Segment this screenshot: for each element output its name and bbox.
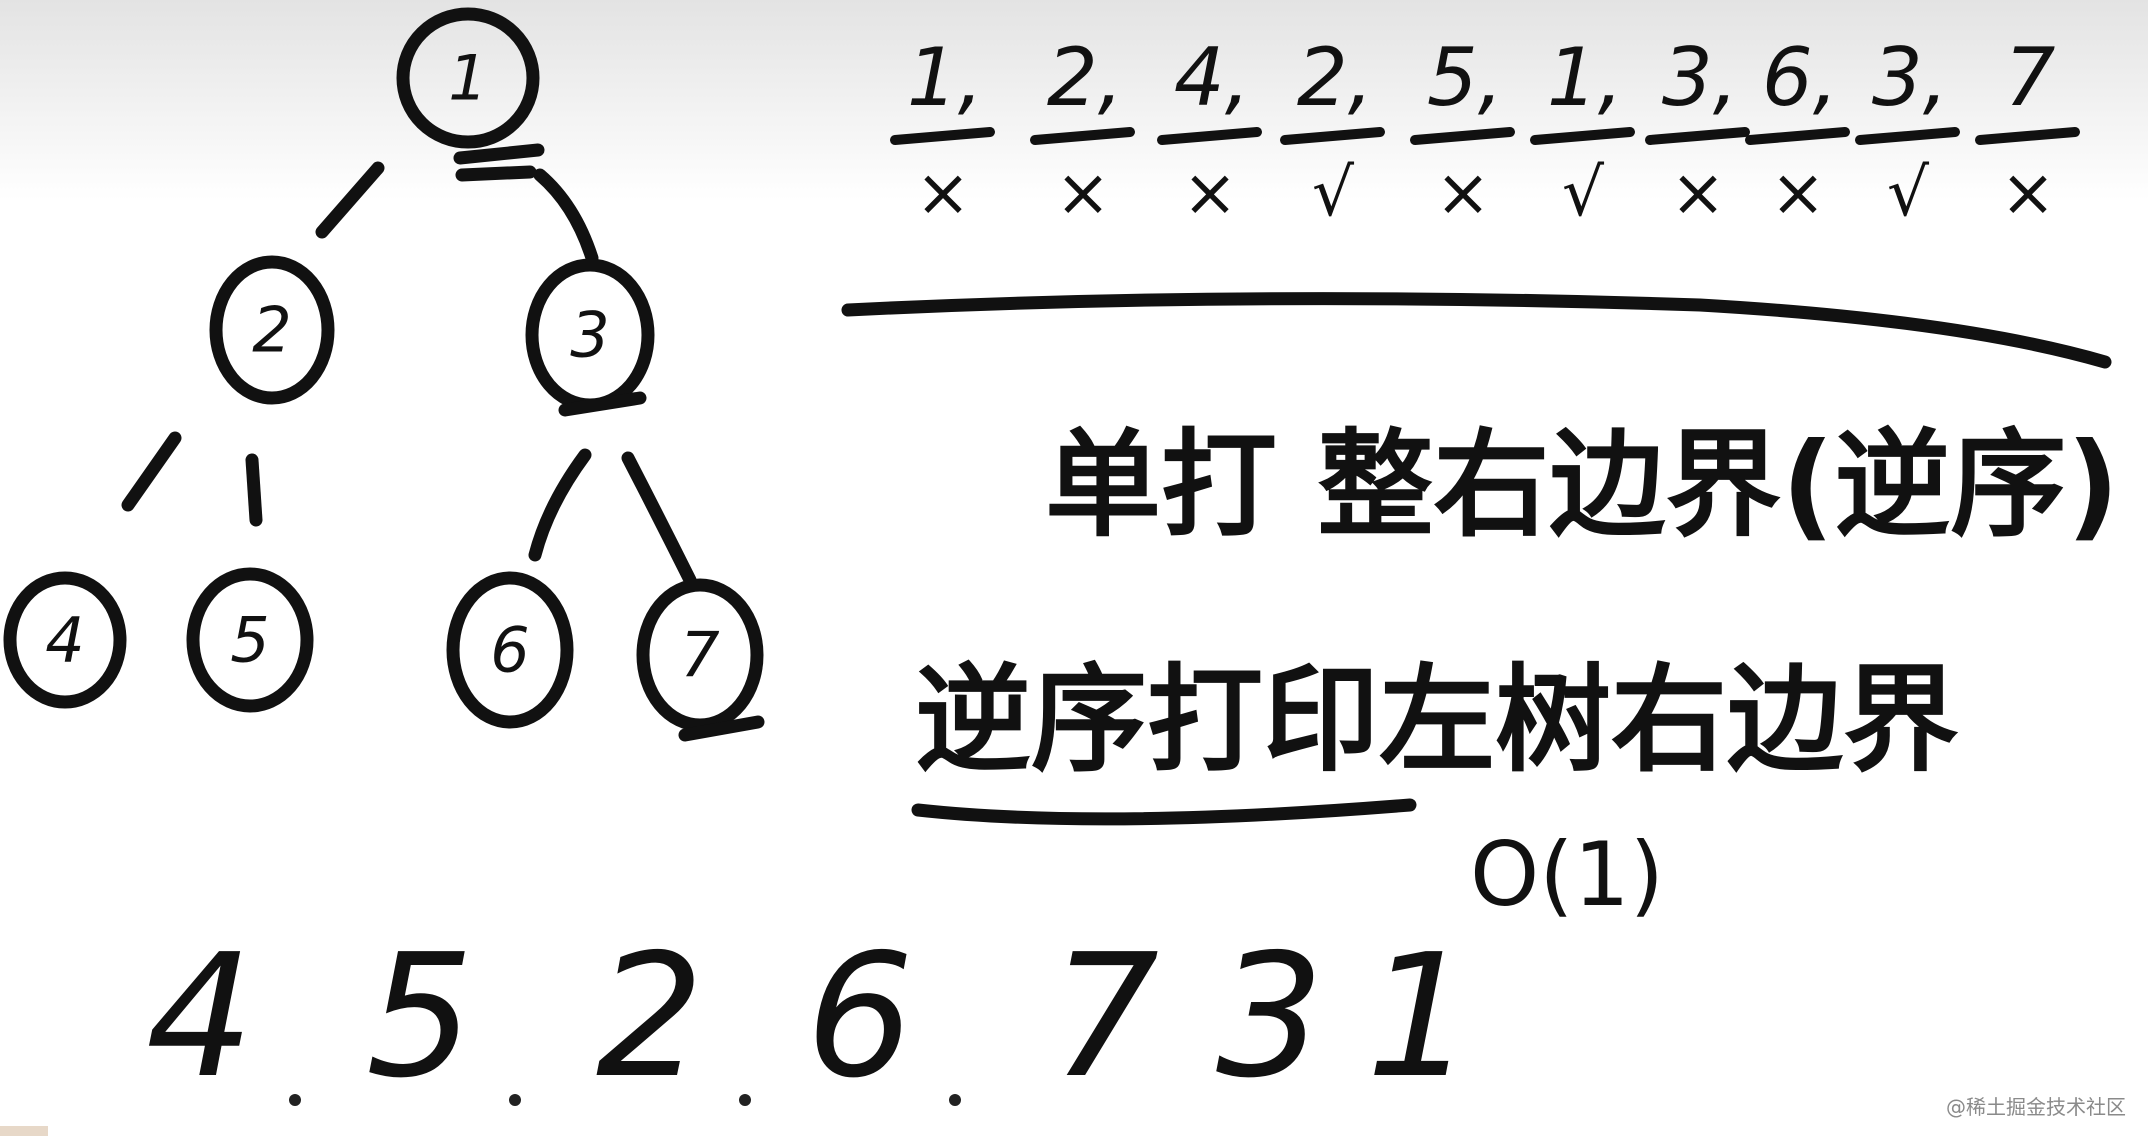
check-mark: √ bbox=[1887, 154, 1930, 231]
morris-step-bar bbox=[1855, 127, 1960, 145]
cross-mark: × bbox=[915, 154, 970, 231]
morris-step: 3, √ bbox=[1855, 31, 1960, 231]
postorder-value: 7 bbox=[1051, 918, 1159, 1116]
watermark: @稀土掘金技术社区 bbox=[1946, 1095, 2126, 1119]
morris-step-bar bbox=[1030, 127, 1135, 145]
tree-nodes: 1 2 3 4 5 6 7 bbox=[3, 7, 764, 732]
morris-step-number: 3, bbox=[1662, 31, 1738, 124]
postorder-dot bbox=[949, 1094, 961, 1106]
corner-tab bbox=[0, 1126, 48, 1136]
tree-edge-3-6 bbox=[528, 448, 592, 562]
postorder-dot bbox=[509, 1094, 521, 1106]
tree-edge-1-3 bbox=[533, 168, 599, 265]
cross-mark: × bbox=[2000, 154, 2055, 231]
tree-node-label: 4 bbox=[45, 604, 84, 677]
morris-sequence: 1,×2,×4,×2,√5,×1,√3,×6,×3,√7× bbox=[890, 31, 2080, 231]
morris-step: 1, × bbox=[890, 31, 995, 231]
note-line-2-underline bbox=[911, 798, 1417, 826]
morris-step: 5, × bbox=[1410, 31, 1515, 231]
morris-step-number: 1, bbox=[1547, 31, 1623, 124]
check-mark: √ bbox=[1562, 154, 1605, 231]
morris-step: 4, × bbox=[1157, 31, 1262, 231]
morris-step-number: 1, bbox=[907, 31, 983, 124]
complexity-label: O(1) bbox=[1470, 823, 1664, 926]
right-boundary-marks bbox=[453, 143, 765, 742]
tree-edge-1-2 bbox=[315, 161, 385, 239]
morris-step: 2, × bbox=[1030, 31, 1135, 231]
note-line-1: 单打 整右边界(逆序) bbox=[1045, 418, 2119, 553]
tree-node-label: 1 bbox=[448, 42, 487, 115]
tree-edge-3-7 bbox=[621, 451, 697, 587]
postorder-value: 6 bbox=[806, 918, 914, 1116]
morris-step-number: 4, bbox=[1174, 31, 1250, 124]
morris-step-bar bbox=[1645, 127, 1750, 145]
morris-step-number: 3, bbox=[1872, 31, 1948, 124]
postorder-dot bbox=[739, 1094, 751, 1106]
tree-node-1: 1 bbox=[396, 7, 540, 149]
morris-step-bar bbox=[1975, 127, 2080, 145]
morris-step-bar bbox=[1745, 127, 1850, 145]
divider-line bbox=[841, 292, 2112, 369]
tree-edge-2-4 bbox=[121, 431, 182, 512]
morris-step: 1, √ bbox=[1530, 31, 1635, 231]
morris-step: 3, × bbox=[1645, 31, 1750, 231]
cross-mark: × bbox=[1182, 154, 1237, 231]
cross-mark: × bbox=[1670, 154, 1725, 231]
check-mark: √ bbox=[1312, 154, 1355, 231]
morris-step-bar bbox=[1280, 127, 1385, 145]
tree-node-label: 2 bbox=[252, 294, 291, 367]
tree-node-label: 3 bbox=[570, 299, 609, 372]
morris-step-number: 2, bbox=[1297, 31, 1373, 124]
morris-step: 2, √ bbox=[1280, 31, 1385, 231]
morris-step-bar bbox=[1530, 127, 1635, 145]
morris-step-number: 7 bbox=[2005, 31, 2056, 124]
tree-node-2: 2 bbox=[209, 255, 335, 405]
tree-node-5: 5 bbox=[186, 567, 314, 713]
tree-node-6: 6 bbox=[446, 571, 574, 729]
morris-step-bar bbox=[1157, 127, 1262, 145]
binary-tree: 1 2 3 4 5 6 7 bbox=[3, 7, 765, 742]
postorder-value: 1 bbox=[1366, 918, 1474, 1116]
tree-node-label: 6 bbox=[490, 614, 529, 687]
notes: 单打 整右边界(逆序) 逆序打印左树右边界 O(1) bbox=[911, 418, 2119, 926]
morris-step-bar bbox=[890, 127, 995, 145]
postorder-value: 5 bbox=[366, 918, 474, 1116]
morris-step: 6, × bbox=[1745, 31, 1850, 231]
tree-edge-2-5 bbox=[245, 453, 263, 527]
tree-node-3: 3 bbox=[525, 258, 655, 412]
tree-node-4: 4 bbox=[3, 571, 127, 709]
tree-edges bbox=[121, 161, 697, 587]
morris-step-number: 6, bbox=[1762, 31, 1838, 124]
whiteboard-top-shade bbox=[0, 0, 2148, 200]
tree-node-7: 7 bbox=[636, 578, 764, 732]
morris-step-bar bbox=[1410, 127, 1515, 145]
boundary-mark-7 bbox=[678, 715, 765, 742]
tree-node-label: 7 bbox=[680, 619, 719, 692]
cross-mark: × bbox=[1055, 154, 1110, 231]
note-line-2: 逆序打印左树右边界 bbox=[915, 653, 1959, 788]
tree-node-label: 5 bbox=[230, 604, 269, 677]
morris-step: 7× bbox=[1975, 31, 2080, 231]
postorder-dot bbox=[289, 1094, 301, 1106]
boundary-mark-1 bbox=[453, 143, 545, 182]
postorder-value: 2 bbox=[596, 918, 704, 1116]
postorder-value: 4 bbox=[146, 918, 254, 1116]
boundary-mark-3 bbox=[558, 391, 647, 417]
postorder-value: 3 bbox=[1216, 918, 1324, 1116]
cross-mark: × bbox=[1770, 154, 1825, 231]
morris-step-number: 5, bbox=[1427, 31, 1503, 124]
morris-step-number: 2, bbox=[1047, 31, 1123, 124]
cross-mark: × bbox=[1435, 154, 1490, 231]
